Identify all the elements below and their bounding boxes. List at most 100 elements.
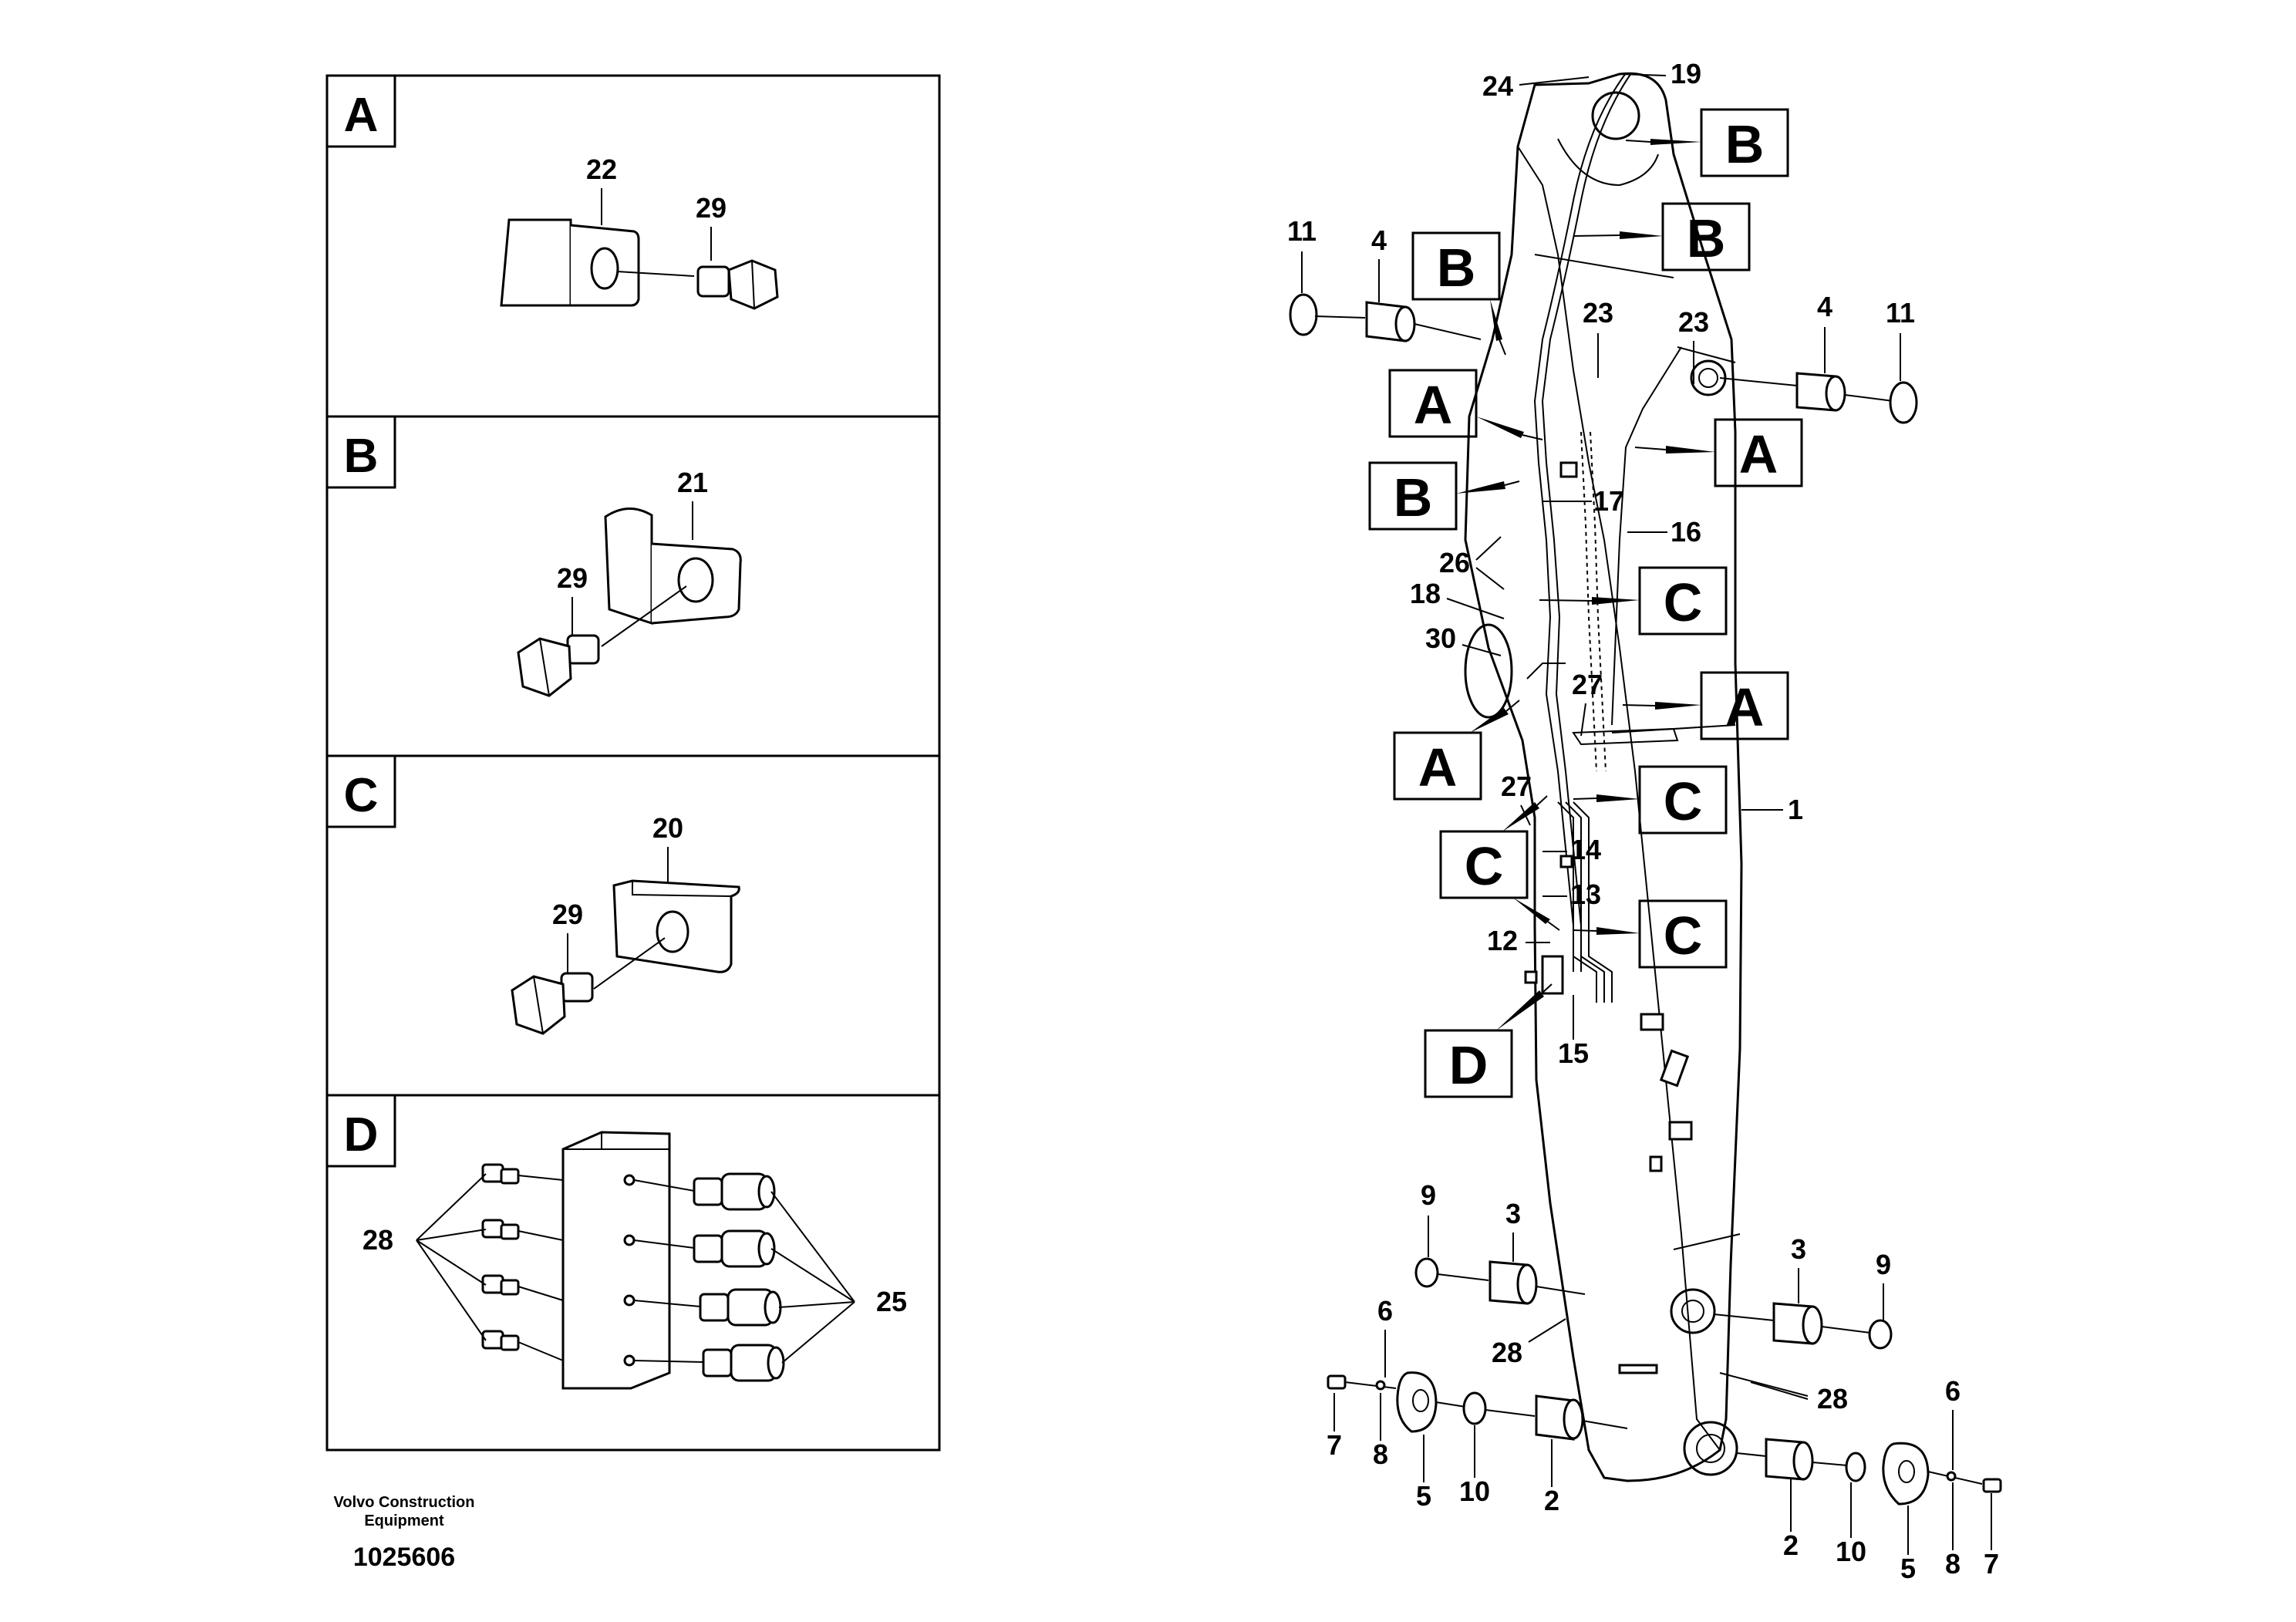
svg-text:C: C: [1465, 836, 1504, 896]
end-pin-boss: [1683, 1421, 1738, 1476]
panel-letter: A: [344, 89, 379, 142]
brand-line-1: Volvo Construction: [334, 1494, 475, 1511]
part-label-4: 4: [1817, 291, 1832, 322]
fittings-left-drawing: [481, 1163, 564, 1361]
part-label-6: 6: [1377, 1295, 1393, 1327]
hose-line: [1565, 801, 1605, 1003]
bushing-2-right-end: [1792, 1441, 1814, 1481]
part-label-6: 6: [1945, 1375, 1961, 1407]
leader-line: [593, 937, 666, 990]
arm-outline: [1464, 72, 1743, 1482]
callout-c: C: [1539, 566, 1728, 636]
drawing-id: 1025606: [353, 1543, 455, 1572]
axis-line: [1844, 394, 1894, 402]
part-label-5: 5: [1416, 1480, 1431, 1512]
washer-8-left: [1375, 1380, 1386, 1391]
top-pin-boss: [1591, 91, 1640, 140]
axis-line: [1485, 1409, 1536, 1417]
bolt-7-right: [1982, 1478, 2002, 1493]
leader-line: [1519, 76, 1590, 86]
part-label-16: 16: [1671, 516, 1701, 548]
ring-9-right: [1868, 1319, 1893, 1350]
axis-line: [1314, 315, 1366, 319]
leader-line: [601, 585, 687, 647]
brand-line-2: Equipment: [364, 1512, 444, 1529]
leader-line: [1750, 1381, 1809, 1400]
callout-b: B: [1368, 461, 1520, 531]
axis-line: [1821, 1326, 1871, 1334]
plate-5-right: [1882, 1442, 1930, 1506]
footer: Volvo Construction Equipment 1025606: [334, 1494, 475, 1572]
part-label-9: 9: [1876, 1249, 1891, 1280]
part-label-28: 28: [1492, 1337, 1522, 1368]
leader-line: [1446, 598, 1505, 619]
callout-c: C: [1439, 795, 1560, 931]
part-label-23: 23: [1678, 306, 1709, 338]
arm-contour: [1557, 138, 1659, 187]
plate-5-right-hole: [1898, 1460, 1915, 1483]
panel-letter-box: [325, 74, 396, 148]
part-label-29: 29: [552, 899, 583, 930]
panel-letter: B: [344, 430, 379, 483]
part-label-19: 19: [1671, 58, 1701, 89]
part-label-18: 18: [1410, 578, 1441, 609]
bolt-29-drawing: [511, 972, 594, 1035]
arm-edge-line: [1673, 1233, 1741, 1250]
part-label-11: 11: [1886, 297, 1915, 329]
axis-line: [1582, 1420, 1628, 1429]
hose-line: [1526, 663, 1566, 679]
leader-line: [1528, 1318, 1566, 1343]
clamp-21-drawing: [604, 508, 742, 626]
callout-b: B: [1625, 108, 1789, 177]
axis-line: [1536, 1286, 1586, 1295]
callout-a: A: [1622, 671, 1789, 740]
plate-5-left: [1396, 1371, 1438, 1433]
axis-line: [1812, 1462, 1848, 1466]
part-label-27: 27: [1572, 669, 1603, 700]
part-label-10: 10: [1459, 1475, 1490, 1507]
part-label-11: 11: [1287, 215, 1317, 247]
axis-line: [1435, 1401, 1466, 1408]
bolt-7-left: [1327, 1374, 1347, 1390]
arm-drawing: [1464, 72, 1743, 1482]
hose-line: [1557, 801, 1597, 1003]
part-label-4: 4: [1371, 224, 1387, 256]
svg-text:A: A: [1414, 375, 1453, 435]
bushing-3-left-end: [1516, 1263, 1538, 1305]
ring-9-left: [1414, 1257, 1439, 1288]
hose-line-hidden: [1580, 431, 1597, 772]
leader-lines-28: [416, 1173, 487, 1341]
detail-panels: A 22 29 B 21: [325, 74, 941, 1452]
part-label-29: 29: [696, 192, 727, 224]
part-label-30: 30: [1425, 622, 1456, 654]
part-label-3: 3: [1791, 1233, 1806, 1265]
hose-line: [1611, 346, 1682, 726]
part-label-3: 3: [1505, 1198, 1521, 1229]
detail-panel-c: C 20 29: [325, 754, 740, 1035]
bottom-pin-hole: [1681, 1300, 1704, 1323]
hose-line: [1541, 73, 1632, 972]
part-label-5: 5: [1900, 1553, 1916, 1584]
callout-a: A: [1393, 700, 1520, 801]
ring-10-left: [1462, 1391, 1487, 1425]
part-label-2: 2: [1544, 1485, 1559, 1516]
part-label-7: 7: [1327, 1429, 1342, 1461]
detail-panel-d: D: [325, 1094, 907, 1390]
clamp-22-drawing: [500, 218, 640, 307]
part-label-25: 25: [876, 1286, 907, 1317]
svg-text:B: B: [1394, 467, 1433, 528]
svg-text:C: C: [1664, 572, 1703, 632]
leader-line: [1580, 703, 1586, 737]
part-label-12: 12: [1487, 925, 1518, 956]
cross-plate: [1572, 727, 1679, 746]
part-label-7: 7: [1984, 1548, 1999, 1580]
part-label-28: 28: [362, 1224, 393, 1256]
axis-line: [1713, 1313, 1775, 1321]
svg-text:C: C: [1664, 905, 1703, 966]
callout-d: D: [1424, 983, 1553, 1098]
manifold-block-drawing: [561, 1131, 671, 1390]
end-pin-hole: [1696, 1434, 1725, 1463]
panel-letter-box: [325, 1094, 396, 1168]
wear-pad: [1640, 1013, 1664, 1031]
